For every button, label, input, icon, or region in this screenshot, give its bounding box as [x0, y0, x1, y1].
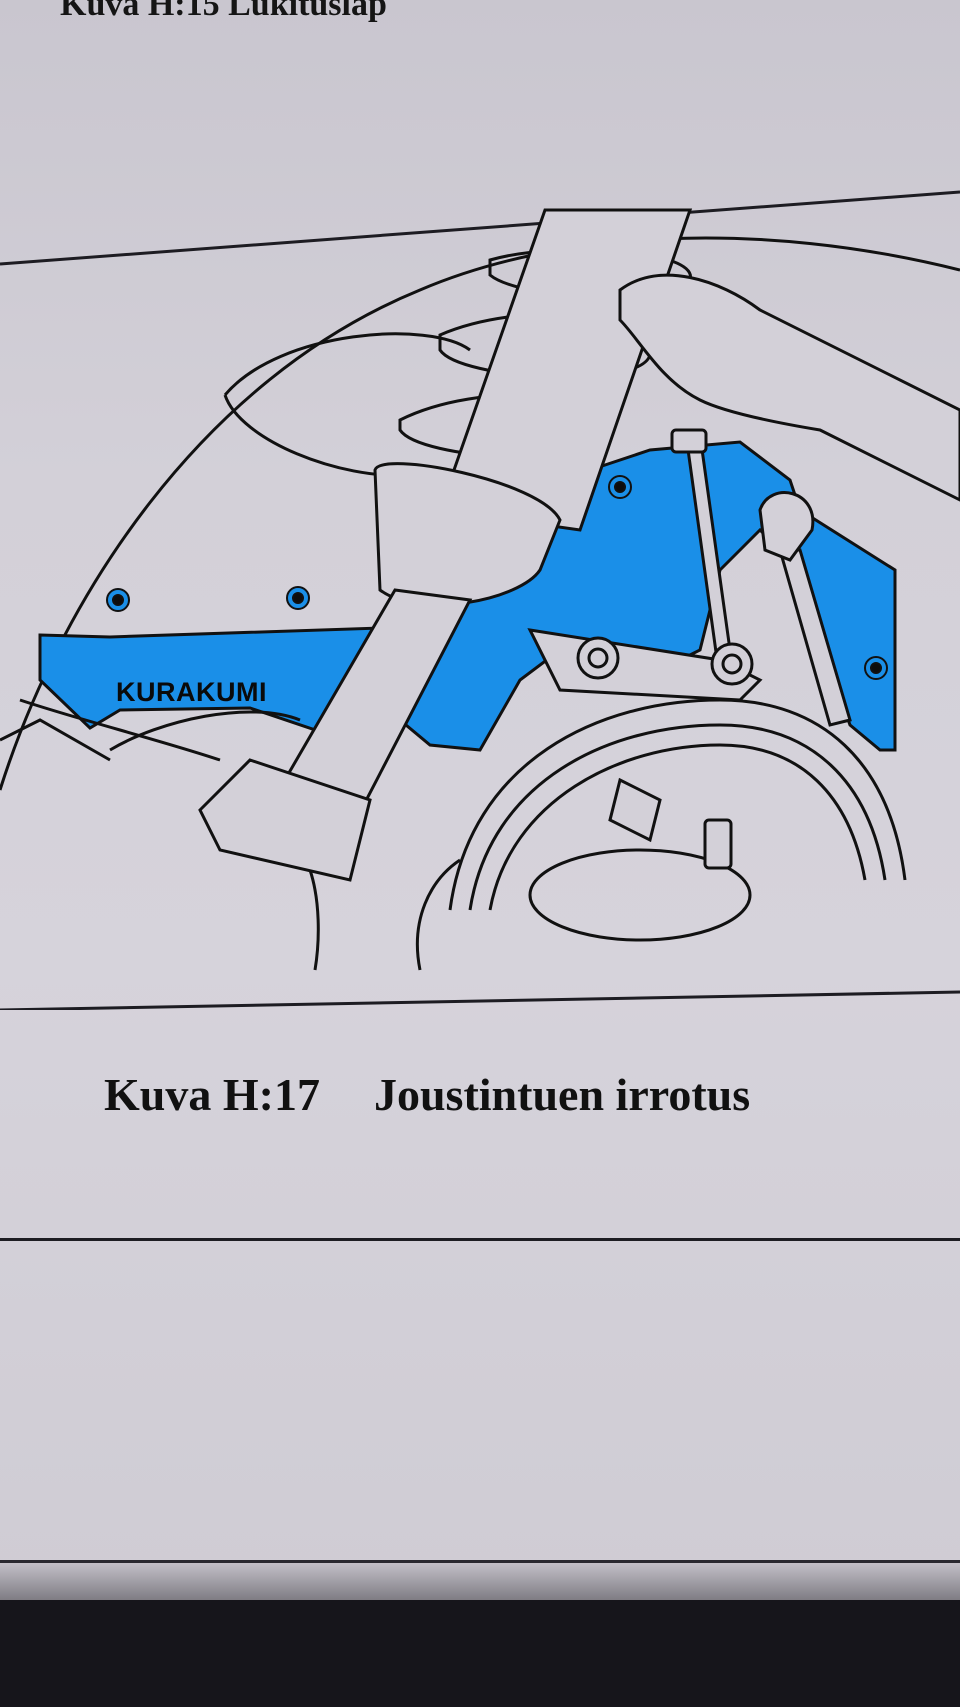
suspension-illustration — [0, 190, 960, 1010]
caption-title: Joustintuen irrotus — [373, 1069, 751, 1120]
background-surface — [0, 1600, 960, 1707]
figure-caption: Kuva H:17 Joustintuen irrotus — [104, 1068, 750, 1121]
caption-bottom-rule — [0, 1238, 960, 1241]
lower-arm — [0, 698, 461, 971]
caption-number: Kuva H:17 — [104, 1069, 320, 1120]
hand — [618, 273, 960, 502]
figure-bottom-rule — [0, 990, 960, 1010]
brake-assembly — [448, 628, 907, 942]
page-stack-line — [0, 1560, 960, 1563]
kurakumi-label: KURAKUMI — [116, 677, 267, 707]
wheel-arch — [0, 236, 960, 791]
mudguard-bolts — [106, 475, 888, 680]
previous-figure-caption: Kuva H:15 Lukitusläp — [60, 0, 387, 23]
figure-top-rule — [0, 190, 960, 266]
manual-page: Kuva H:15 Lukitusläp — [0, 0, 960, 1600]
